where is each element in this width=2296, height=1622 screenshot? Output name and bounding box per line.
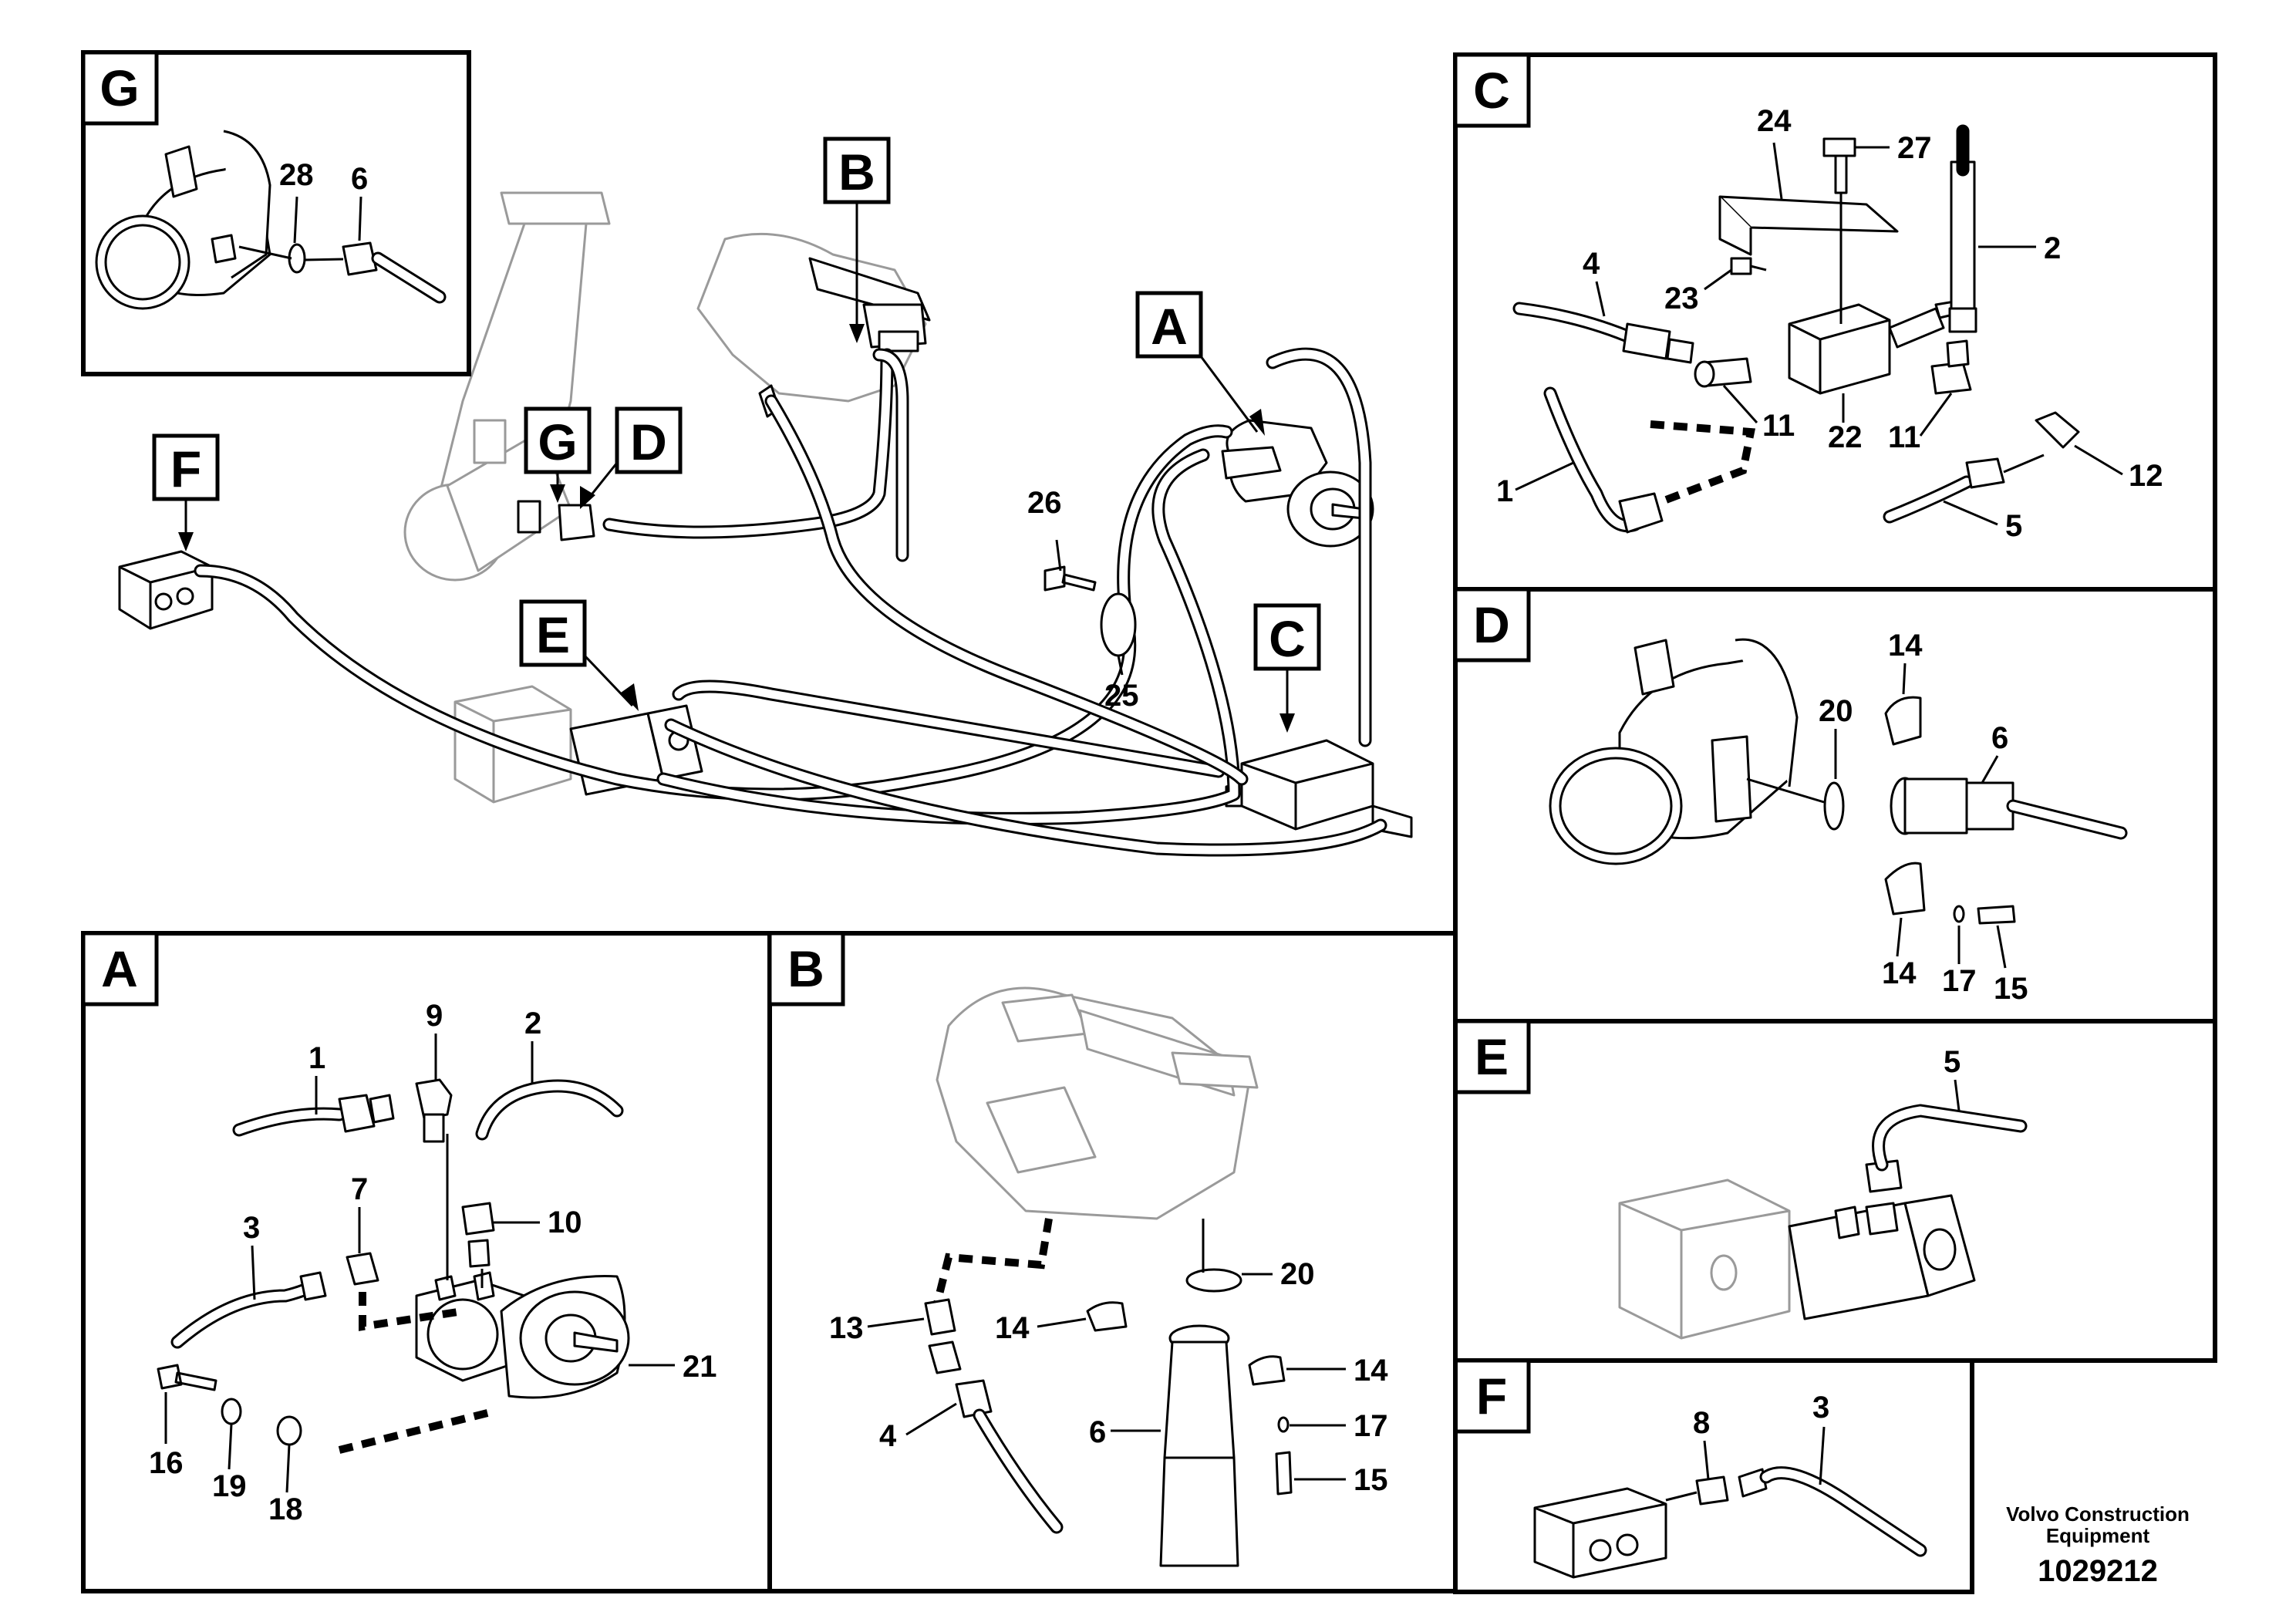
panel-B-callout-15: 15 — [1354, 1463, 1388, 1497]
company-name-line2: Equipment — [2046, 1524, 2150, 1547]
panel-F-callout-8: 8 — [1693, 1406, 1710, 1440]
panel-F-parts — [1533, 1466, 1927, 1579]
panel-B-callout-14b: 14 — [1354, 1354, 1388, 1388]
panel-C-callout-27: 27 — [1897, 131, 1932, 165]
panel-F-callout-3: 3 — [1812, 1391, 1829, 1425]
panel-C-callout-4: 4 — [1583, 247, 1600, 281]
panel-D-callout-17: 17 — [1942, 964, 1977, 998]
footer: Volvo Construction Equipment 1029212 — [2006, 1502, 2190, 1588]
panel-C-callout-5: 5 — [2005, 509, 2022, 543]
panel-E-label: E — [1475, 1028, 1509, 1085]
panel-A-callout-1: 1 — [308, 1041, 325, 1075]
panel-A-callout-3: 3 — [243, 1211, 260, 1245]
panel-G-callout-6: 6 — [351, 162, 368, 196]
panel-D: D 14 20 6 14 17 15 — [1453, 587, 2217, 1023]
panel-E: E 5 — [1453, 1019, 2217, 1363]
panel-D-callout-20: 20 — [1819, 694, 1853, 728]
panel-B-parts — [924, 986, 1293, 1567]
panel-G-label: G — [99, 59, 139, 116]
panel-C-callout-24: 24 — [1757, 104, 1792, 138]
label-A: A — [1151, 298, 1188, 355]
panel-C-callout-23: 23 — [1664, 282, 1699, 315]
panel-B-callout-20: 20 — [1280, 1257, 1315, 1291]
panel-C-callout-2: 2 — [2044, 231, 2061, 265]
panel-B-callout-17: 17 — [1354, 1409, 1388, 1443]
callout-25: 25 — [1104, 679, 1139, 713]
panel-D-callout-6: 6 — [1991, 721, 2008, 755]
label-C: C — [1269, 610, 1306, 667]
main-overview — [118, 191, 1413, 857]
panel-C-label: C — [1473, 62, 1510, 119]
panel-E-callout-5: 5 — [1944, 1045, 1961, 1079]
panel-A-callout-9: 9 — [426, 999, 443, 1033]
panel-A-parts — [157, 1078, 630, 1454]
panel-B-callout-14a: 14 — [995, 1311, 1030, 1345]
panel-C-callout-12: 12 — [2129, 459, 2163, 493]
panel-A-callout-7: 7 — [351, 1172, 368, 1206]
panel-A: A — [81, 931, 772, 1593]
label-B: B — [838, 143, 875, 201]
panel-E-parts — [1618, 1104, 2028, 1340]
hose-lines — [194, 347, 1387, 857]
label-F: F — [170, 440, 201, 497]
panel-C-callout-11a: 11 — [1762, 409, 1795, 443]
panel-G: G 28 6 — [81, 50, 471, 376]
panel-D-callout-14a: 14 — [1888, 629, 1923, 663]
panel-D-label: D — [1473, 596, 1510, 653]
panel-A-callout-19: 19 — [212, 1469, 247, 1503]
panel-C-parts — [1512, 124, 2080, 534]
callout-26: 26 — [1027, 486, 1062, 520]
drawing-number: 1029212 — [2038, 1554, 2158, 1588]
panel-G-callout-28: 28 — [279, 158, 314, 192]
panel-D-callout-15: 15 — [1994, 972, 2028, 1006]
panel-B-callout-4: 4 — [879, 1419, 897, 1453]
panel-F-label: F — [1476, 1367, 1507, 1425]
panel-A-callout-18: 18 — [268, 1492, 303, 1526]
panel-D-parts — [1549, 638, 2128, 925]
panel-D-callout-14b: 14 — [1882, 956, 1917, 990]
panel-F: F 8 3 — [1453, 1358, 1974, 1594]
clamp-25 — [1100, 592, 1137, 657]
panel-A-callout-2: 2 — [524, 1007, 541, 1040]
panel-B-callout-6: 6 — [1089, 1415, 1106, 1449]
bolt-26 — [1043, 565, 1097, 592]
panel-C: C — [1453, 52, 2217, 592]
panel-A-callout-21: 21 — [683, 1350, 717, 1384]
steering-pump — [1221, 419, 1374, 548]
company-name: Volvo Construction — [2006, 1502, 2190, 1526]
main-view-markers: B A C D G E F 26 25 — [152, 137, 1321, 733]
panel-B-label: B — [787, 940, 824, 997]
label-E: E — [536, 606, 570, 663]
panel-C-callout-1: 1 — [1496, 474, 1513, 508]
panel-B-callout-13: 13 — [829, 1311, 864, 1345]
panel-C-callout-22: 22 — [1828, 420, 1863, 454]
connection-block-F — [118, 550, 214, 630]
panel-A-callout-10: 10 — [548, 1206, 582, 1239]
panel-A-label: A — [101, 940, 138, 997]
panel-C-callout-11b: 11 — [1888, 420, 1920, 454]
panel-B: B 20 13 14 14 — [767, 931, 1458, 1593]
panel-A-callout-16: 16 — [149, 1446, 184, 1480]
panel-G-parts — [95, 130, 447, 310]
label-G: G — [538, 413, 577, 470]
exhaust-pipe-ghost — [403, 191, 611, 582]
main-pump-ghost — [696, 232, 931, 418]
label-D: D — [630, 413, 667, 470]
